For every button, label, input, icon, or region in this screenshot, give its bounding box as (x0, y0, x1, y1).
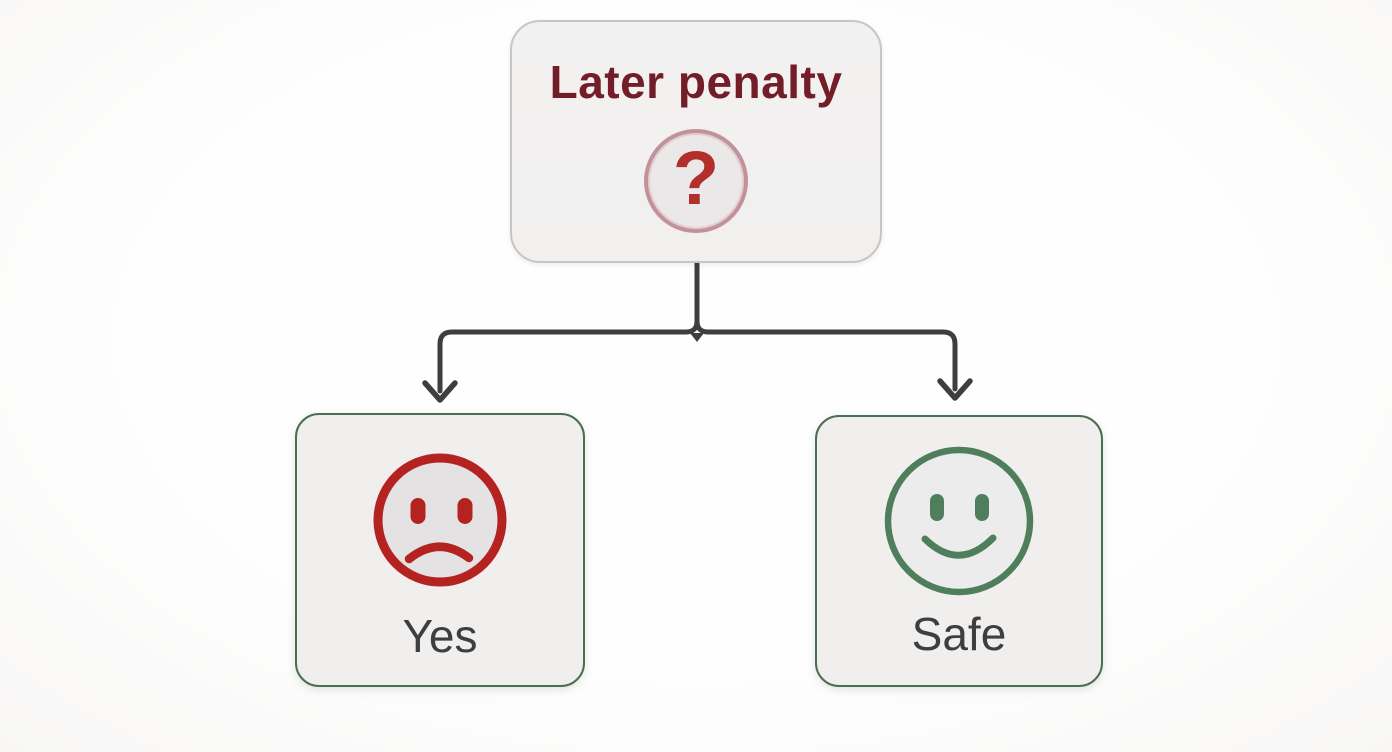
smile-left-eye (930, 494, 944, 521)
node-later-penalty: Later penalty ? (510, 20, 882, 263)
smile-face-icon (884, 446, 1034, 596)
frown-left-eye (410, 498, 426, 524)
smile-face-outline (884, 446, 1034, 596)
frown-right-eye (457, 498, 473, 524)
node-yes-label: Yes (402, 610, 478, 662)
frown-mouth (404, 542, 474, 564)
question-mark-glyph: ? (672, 136, 720, 221)
smile-mouth (921, 534, 997, 559)
frown-face-outline (373, 453, 507, 587)
connector-left-branch (437, 260, 700, 394)
connector-junction-peak (690, 333, 704, 342)
arrowhead-down-right-icon (937, 378, 973, 401)
smile-right-eye (975, 494, 989, 521)
frown-face-icon (373, 453, 507, 587)
node-safe: Safe (815, 415, 1103, 687)
node-later-penalty-label: Later penalty (549, 56, 843, 108)
question-mark-icon: ? (644, 129, 748, 233)
node-safe-label: Safe (911, 608, 1007, 660)
connector-right-branch (694, 260, 958, 392)
node-yes: Yes (295, 413, 585, 687)
arrowhead-down-left-icon (422, 380, 458, 403)
